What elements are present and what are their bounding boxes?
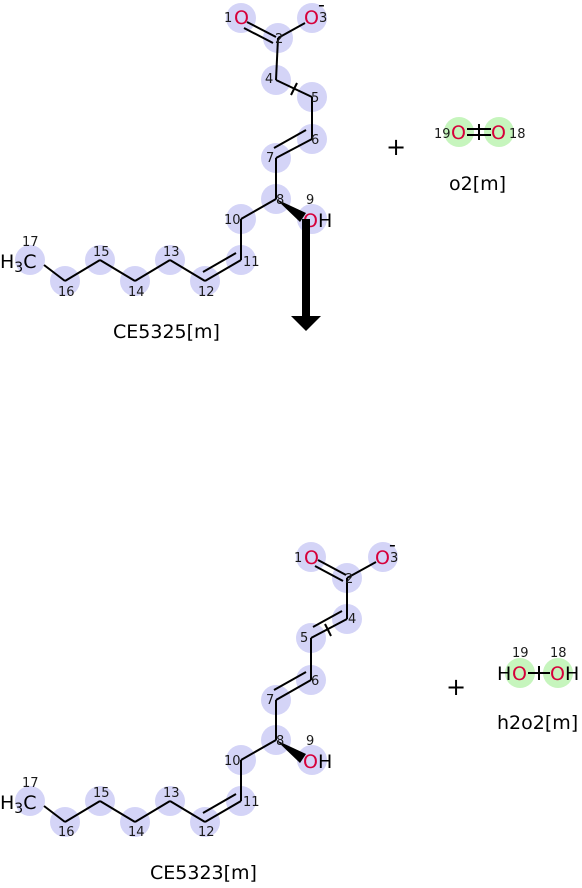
atom-highlights (15, 542, 398, 837)
atom-number-13: 13 (163, 245, 180, 260)
h2o2-atom-number-19: 19 (512, 646, 529, 661)
atom-number-12: 12 (198, 285, 215, 300)
o2-atom-19-symbol: O (451, 122, 466, 144)
molecule-ce5323: O O - OH H3C 1 2 3 4 5 6 7 8 9 10 11 12 … (0, 534, 398, 884)
atom-number-3: 3 (390, 551, 398, 566)
atom-number-1: 1 (224, 11, 232, 26)
atom-number-4: 4 (348, 612, 356, 627)
atom-number-15: 15 (93, 786, 110, 801)
atom-o3-charge: - (318, 0, 325, 16)
o2-atom-18-symbol: O (491, 122, 506, 144)
atom-number-14: 14 (128, 285, 145, 300)
atom-number-16: 16 (58, 285, 75, 300)
atom-number-16: 16 (58, 825, 75, 840)
plus-sign-bottom: + (446, 673, 466, 701)
bonds (43, 559, 377, 823)
atom-number-9: 9 (306, 734, 314, 749)
atom-number-2: 2 (275, 32, 283, 47)
atom-number-7: 7 (266, 151, 274, 166)
methyl-group: H3C (0, 251, 37, 276)
atom-number-3: 3 (319, 11, 327, 26)
atom-oh-symbol: OH (303, 751, 332, 773)
atom-number-17: 17 (22, 776, 39, 791)
h2o2-atom-18-symbol: O (550, 663, 565, 685)
molecule-name: o2[m] (449, 173, 506, 195)
atom-number-5: 5 (300, 631, 308, 646)
atom-o1-symbol: O (234, 7, 249, 29)
h2o2-h-left: H (497, 663, 511, 685)
molecule-name: h2o2[m] (497, 712, 578, 734)
atom-number-12: 12 (198, 825, 215, 840)
atom-number-6: 6 (311, 133, 319, 148)
atom-number-10: 10 (224, 213, 241, 228)
methyl-group: H3C (0, 792, 37, 817)
molecule-ce5325: O O - OH H3C 1 2 3 4 5 6 7 8 9 10 11 12 … (0, 0, 332, 343)
plus-sign-top: + (386, 133, 406, 161)
h2o2-atom-19-symbol: O (512, 663, 527, 685)
atom-number-2: 2 (345, 572, 353, 587)
atom-number-8: 8 (276, 734, 284, 749)
atom-o1-symbol: O (304, 547, 319, 569)
atom-o3-symbol: O (304, 7, 319, 29)
atom-number-15: 15 (93, 245, 110, 260)
h2o2-atom-number-18: 18 (550, 646, 567, 661)
atom-number-4: 4 (265, 72, 273, 87)
atom-o3-charge: - (389, 534, 396, 556)
o2-atom-number-19: 19 (434, 127, 451, 142)
molecule-name: CE5323[m] (150, 862, 257, 883)
atom-number-11: 11 (243, 255, 260, 270)
molecule-h2o2: H O O H 19 18 h2o2[m] (497, 646, 579, 734)
o2-atom-number-18: 18 (509, 127, 526, 142)
atom-number-9: 9 (306, 193, 314, 208)
atom-number-17: 17 (22, 235, 39, 250)
bonds (43, 21, 313, 282)
h2o2-h-right: H (565, 663, 579, 685)
molecule-name: CE5325[m] (113, 321, 220, 343)
atom-number-13: 13 (163, 786, 180, 801)
atom-number-5: 5 (311, 91, 319, 106)
atom-number-8: 8 (276, 193, 284, 208)
reaction-arrow (291, 219, 321, 331)
molecule-o2: O O 19 18 o2[m] (434, 117, 526, 195)
atom-number-1: 1 (294, 551, 302, 566)
atom-number-14: 14 (128, 825, 145, 840)
atom-number-11: 11 (243, 795, 260, 810)
atom-number-6: 6 (311, 674, 319, 689)
atom-number-10: 10 (224, 754, 241, 769)
atom-number-7: 7 (266, 693, 274, 708)
atom-o3-symbol: O (375, 547, 390, 569)
